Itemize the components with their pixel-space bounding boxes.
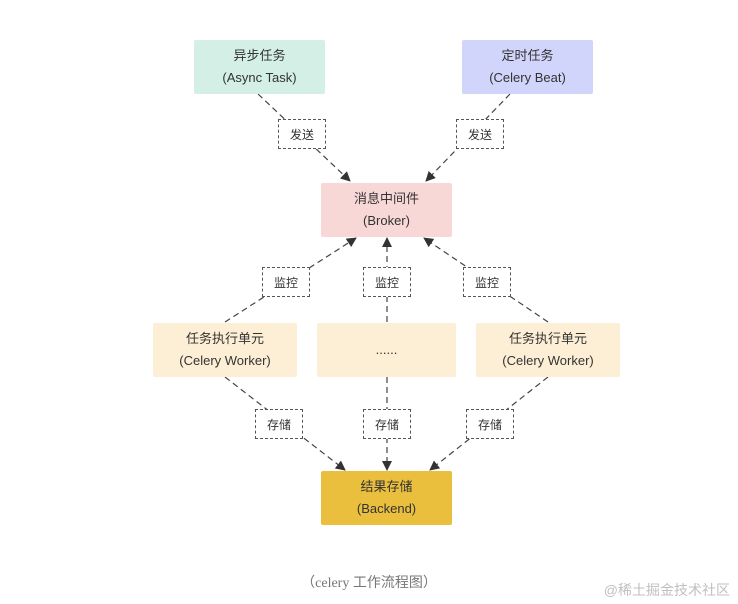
label-store-center: 存储	[363, 409, 411, 439]
node-worker-more-ellipsis: ......	[375, 342, 398, 357]
label-monitor-right: 监控	[463, 267, 511, 297]
node-backend: 结果存储 (Backend)	[321, 471, 452, 525]
node-worker-right: 任务执行单元 (Celery Worker)	[476, 323, 620, 377]
label-send-right: 发送	[456, 119, 504, 149]
node-async-task: 异步任务 (Async Task)	[194, 40, 325, 94]
node-celery-beat: 定时任务 (Celery Beat)	[462, 40, 593, 94]
node-worker-more: ......	[317, 323, 456, 377]
node-broker-subtitle: (Broker)	[363, 213, 410, 228]
node-broker: 消息中间件 (Broker)	[321, 183, 452, 237]
node-worker-left: 任务执行单元 (Celery Worker)	[153, 323, 297, 377]
node-worker-right-title: 任务执行单元	[508, 331, 587, 346]
node-celery-beat-title: 定时任务	[501, 48, 554, 63]
node-worker-left-title: 任务执行单元	[185, 331, 264, 346]
node-backend-title: 结果存储	[360, 479, 413, 494]
node-async-task-subtitle: (Async Task)	[222, 70, 297, 85]
node-worker-right-subtitle: (Celery Worker)	[502, 353, 594, 368]
node-broker-title: 消息中间件	[353, 191, 419, 206]
label-monitor-left: 监控	[262, 267, 310, 297]
label-store-right: 存储	[466, 409, 514, 439]
node-backend-subtitle: (Backend)	[356, 501, 417, 516]
node-worker-left-subtitle: (Celery Worker)	[179, 353, 271, 368]
diagram-caption: （celery 工作流程图）	[301, 576, 437, 591]
label-send-left: 发送	[278, 119, 326, 149]
label-store-left: 存储	[255, 409, 303, 439]
node-celery-beat-subtitle: (Celery Beat)	[489, 70, 566, 85]
edge-worker-left-to-broker	[224, 237, 357, 323]
watermark: @稀土掘金技术社区	[603, 582, 730, 598]
label-monitor-center: 监控	[363, 267, 411, 297]
node-async-task-title: 异步任务	[233, 48, 286, 63]
